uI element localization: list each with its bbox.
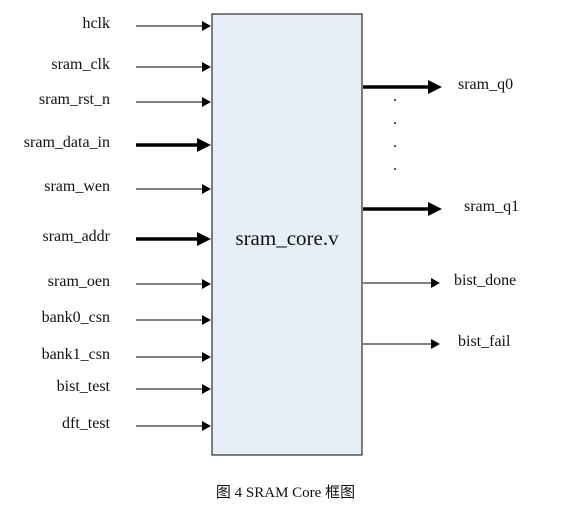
output-label-bist-fail: bist_fail — [458, 333, 511, 350]
output-bist-done-arrowhead — [431, 278, 440, 288]
ellipsis-dot: . — [393, 134, 397, 151]
output-label-sram-q1: sram_q1 — [464, 198, 520, 215]
input-label-sram-wen: sram_wen — [44, 178, 110, 195]
output-sram-q0-arrowhead — [428, 80, 442, 94]
ellipsis-dot: . — [393, 157, 397, 174]
input-bist-test-arrowhead — [202, 384, 211, 394]
input-bank1-csn-arrowhead — [202, 352, 211, 362]
input-hclk-arrowhead — [202, 21, 211, 31]
module-name: sram_core.v — [235, 226, 339, 250]
output-label-bist-done: bist_done — [454, 272, 517, 289]
figure-caption: 图 4 SRAM Core 框图 — [215, 485, 356, 501]
output-label-sram-q0: sram_q0 — [458, 76, 514, 93]
input-label-sram-clk: sram_clk — [51, 56, 110, 73]
input-label-dft-test: dft_test — [62, 415, 110, 432]
input-sram-wen-arrowhead — [202, 184, 211, 194]
input-label-sram-data-in: sram_data_in — [23, 134, 110, 151]
output-bist-fail-arrowhead — [431, 339, 440, 349]
input-label-sram-addr: sram_addr — [42, 228, 110, 245]
ellipsis-dot: . — [393, 88, 397, 105]
input-label-hclk: hclk — [82, 15, 110, 32]
input-sram-addr-arrowhead — [197, 232, 211, 246]
input-label-sram-rst-n: sram_rst_n — [38, 91, 110, 108]
input-label-bank1-csn: bank1_csn — [41, 346, 110, 363]
input-label-bank0-csn: bank0_csn — [41, 309, 110, 326]
input-label-sram-oen: sram_oen — [47, 273, 110, 290]
input-dft-test-arrowhead — [202, 421, 211, 431]
input-sram-data-in-arrowhead — [197, 138, 211, 152]
input-bank0-csn-arrowhead — [202, 315, 211, 325]
input-sram-oen-arrowhead — [202, 279, 211, 289]
module-block — [211, 13, 363, 456]
input-sram-rst-n-arrowhead — [202, 97, 211, 107]
ellipsis-dot: . — [393, 111, 397, 128]
input-sram-clk-arrowhead — [202, 62, 211, 72]
output-sram-q1-arrowhead — [428, 202, 442, 216]
input-label-bist-test: bist_test — [56, 378, 110, 395]
